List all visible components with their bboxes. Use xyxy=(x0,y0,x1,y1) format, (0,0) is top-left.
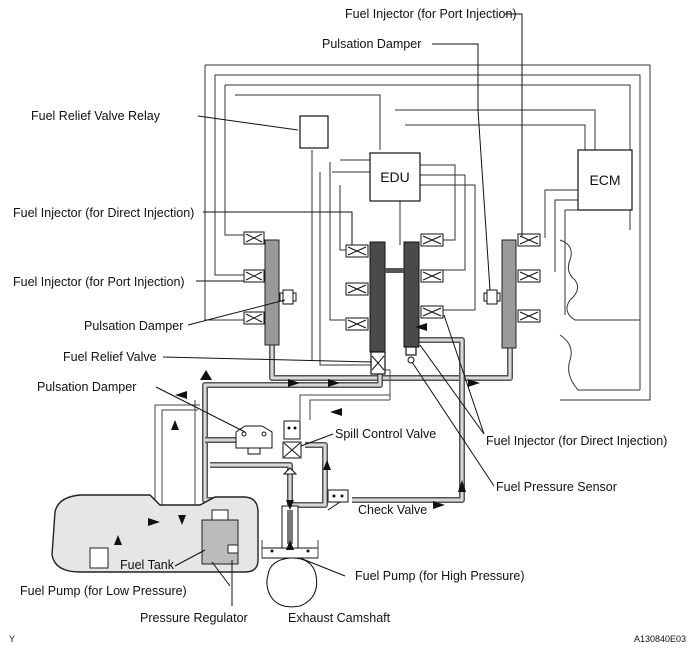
label-fuel-injector-port-top: Fuel Injector (for Port Injection) xyxy=(345,7,517,21)
port-fuel-rail-right xyxy=(501,239,517,349)
label-pulsation-damper-top: Pulsation Damper xyxy=(322,37,421,51)
label-fuel-injector-port-left: Fuel Injector (for Port Injection) xyxy=(13,275,185,289)
fuel-relief-valve xyxy=(370,351,386,375)
ecm-label: ECM xyxy=(589,172,620,188)
label-fuel-relief-valve-relay: Fuel Relief Valve Relay xyxy=(31,109,161,123)
label-exhaust-camshaft: Exhaust Camshaft xyxy=(288,611,391,625)
label-pressure-regulator: Pressure Regulator xyxy=(140,611,248,625)
direct-injectors-right xyxy=(420,233,444,319)
label-fuel-pump-high: Fuel Pump (for High Pressure) xyxy=(355,569,525,583)
label-fuel-pressure-sensor: Fuel Pressure Sensor xyxy=(496,480,617,494)
wiring xyxy=(204,64,651,401)
exhaust-camshaft xyxy=(266,557,318,608)
label-fuel-pump-low: Fuel Pump (for Low Pressure) xyxy=(20,584,187,598)
direct-fuel-rail-right xyxy=(403,241,420,348)
label-check-valve: Check Valve xyxy=(358,503,427,517)
leader-lines xyxy=(155,13,523,606)
label-fuel-injector-direct-left: Fuel Injector (for Direct Injection) xyxy=(13,206,194,220)
direct-injectors-left xyxy=(345,244,369,331)
fuel-tank xyxy=(51,494,259,573)
label-fuel-relief-valve: Fuel Relief Valve xyxy=(63,350,157,364)
rail-crossover xyxy=(385,268,404,273)
fuel-pressure-sensor xyxy=(405,346,417,364)
flow-arrows xyxy=(114,323,480,550)
fuel-relief-valve-relay xyxy=(299,115,329,149)
spill-control-valve xyxy=(282,420,302,459)
edu-unit: EDU xyxy=(369,152,421,202)
port-fuel-rail-left xyxy=(264,239,280,346)
check-valve xyxy=(282,467,349,503)
high-pressure-fuel-pump xyxy=(261,505,319,559)
label-spill-control-valve: Spill Control Valve xyxy=(335,427,436,441)
port-injectors-left xyxy=(243,231,265,325)
label-fuel-injector-direct-right: Fuel Injector (for Direct Injection) xyxy=(486,434,667,448)
edu-label: EDU xyxy=(380,169,410,185)
pulsation-damper-right-rail xyxy=(483,289,501,305)
figure-code: A130840E03 xyxy=(634,634,686,644)
ecm-unit: ECM xyxy=(577,149,633,211)
label-fuel-tank: Fuel Tank xyxy=(120,558,175,572)
port-injectors-right xyxy=(517,233,541,323)
footer-left-mark: Y xyxy=(9,634,15,644)
direct-fuel-rail-left xyxy=(369,241,386,353)
pulsation-damper-left-rail xyxy=(279,289,297,305)
label-pulsation-damper-left: Pulsation Damper xyxy=(84,319,183,333)
label-pulsation-damper-lower: Pulsation Damper xyxy=(37,380,136,394)
